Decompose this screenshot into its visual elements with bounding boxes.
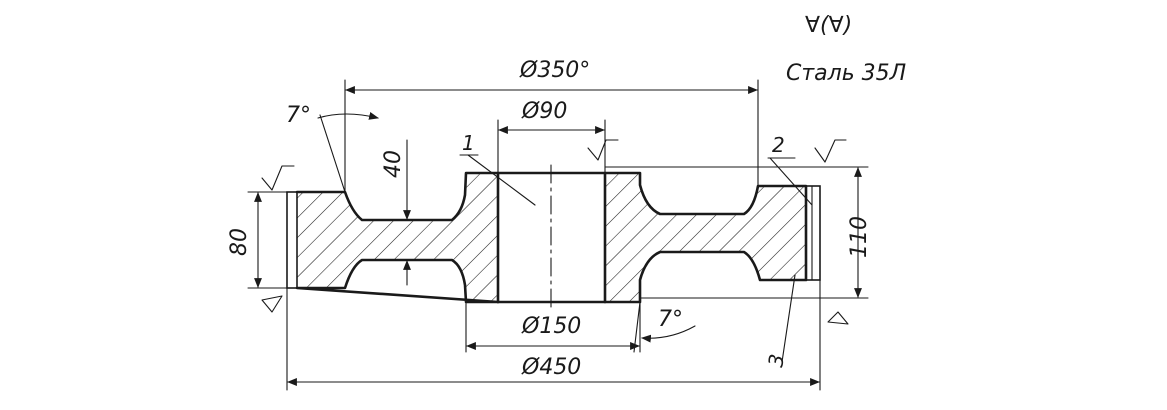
h110-label: 110	[847, 216, 872, 258]
finish-mark-hub-top	[587, 139, 619, 161]
leader-1-line	[467, 154, 536, 206]
finish-mark-left-bottom	[261, 295, 283, 313]
surface-marks	[261, 139, 849, 325]
surface-finish-note: ∀(∀)	[805, 13, 852, 38]
leaders: 1 2 3	[459, 131, 813, 369]
angle-top-line-a	[319, 114, 346, 193]
angle-top-label: 7°	[286, 103, 311, 128]
left-section-hatch	[297, 173, 498, 302]
d350-label: Ø350°	[519, 58, 590, 83]
d450-label: Ø450	[521, 355, 581, 380]
finish-mark-right-bottom	[827, 311, 849, 325]
finish-mark-left-top	[261, 165, 295, 191]
right-section-hatch	[605, 173, 806, 302]
material-note: Сталь 35Л	[786, 61, 906, 86]
leader-3-label: 3	[763, 352, 789, 369]
leader-3-line	[781, 274, 796, 363]
leader-2-line	[769, 157, 813, 206]
angle-top-arc	[317, 112, 379, 120]
left-end-face	[286, 191, 298, 289]
leader-2-label: 2	[772, 133, 785, 157]
left-section-outline	[295, 171, 500, 304]
leader-1-label: 1	[462, 131, 475, 155]
angle-bottom-line	[633, 301, 641, 353]
finish-mark-right-top	[814, 139, 847, 163]
h80-label: 80	[227, 228, 252, 256]
angle-bottom-label: 7°	[658, 307, 683, 332]
angle-bottom-arc	[641, 325, 696, 343]
right-end-face	[805, 185, 821, 281]
d150-label: Ø150	[521, 314, 581, 339]
dimensions: Ø350° Ø90 Ø150 Ø450 40 80 110 7°	[227, 58, 872, 391]
h40-label: 40	[381, 150, 406, 178]
d90-label: Ø90	[521, 99, 567, 124]
part-section	[286, 164, 821, 313]
